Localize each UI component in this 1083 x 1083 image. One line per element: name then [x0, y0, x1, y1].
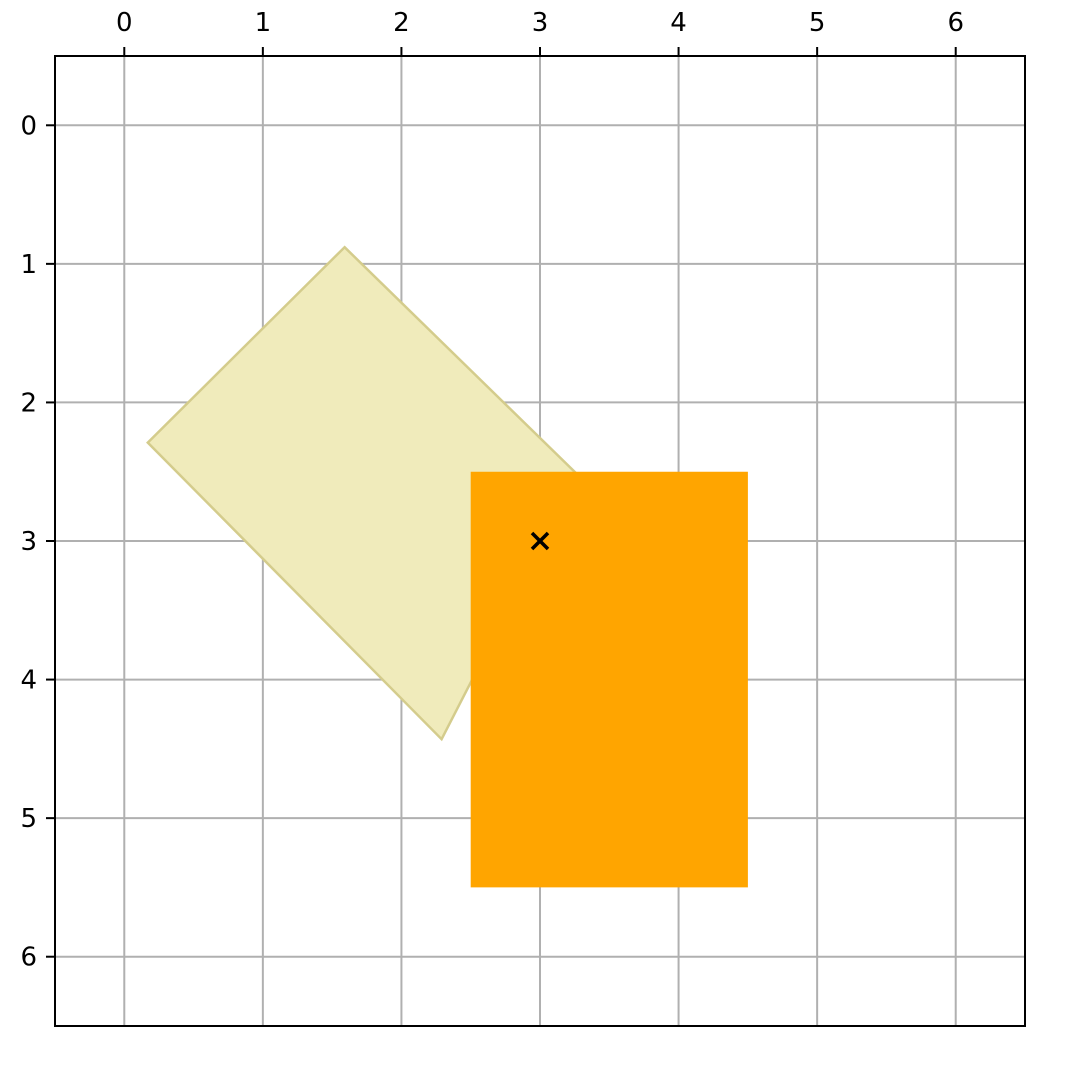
y-axis-ticks: 0 1 2 3 4 5 6	[20, 111, 55, 973]
x-tick-label-4: 4	[670, 8, 687, 38]
x-marker-stroke-b	[530, 531, 550, 551]
y-tick-label-3: 3	[20, 527, 37, 557]
y-tick-label-4: 4	[20, 666, 37, 696]
y-tick-label-0: 0	[20, 111, 37, 141]
rotated-rectangle-shape-0	[146, 245, 579, 742]
x-tick-label-6: 6	[947, 8, 964, 38]
x-tick-label-0: 0	[116, 8, 133, 38]
x-tick-label-5: 5	[809, 8, 826, 38]
x-tick-label-1: 1	[255, 8, 272, 38]
x-tick-label-2: 2	[393, 8, 410, 38]
shapes	[146, 245, 748, 888]
rectangle-shape-1	[470, 471, 748, 888]
y-tick-label-5: 5	[20, 804, 37, 834]
markers	[530, 531, 550, 551]
y-tick-label-1: 1	[20, 250, 37, 280]
y-tick-label-6: 6	[20, 943, 37, 973]
x-marker-0	[530, 531, 550, 551]
x-tick-label-3: 3	[532, 8, 549, 38]
x-axis-ticks: 0 1 2 3 4 5 6	[116, 8, 964, 56]
y-tick-label-2: 2	[20, 388, 37, 418]
